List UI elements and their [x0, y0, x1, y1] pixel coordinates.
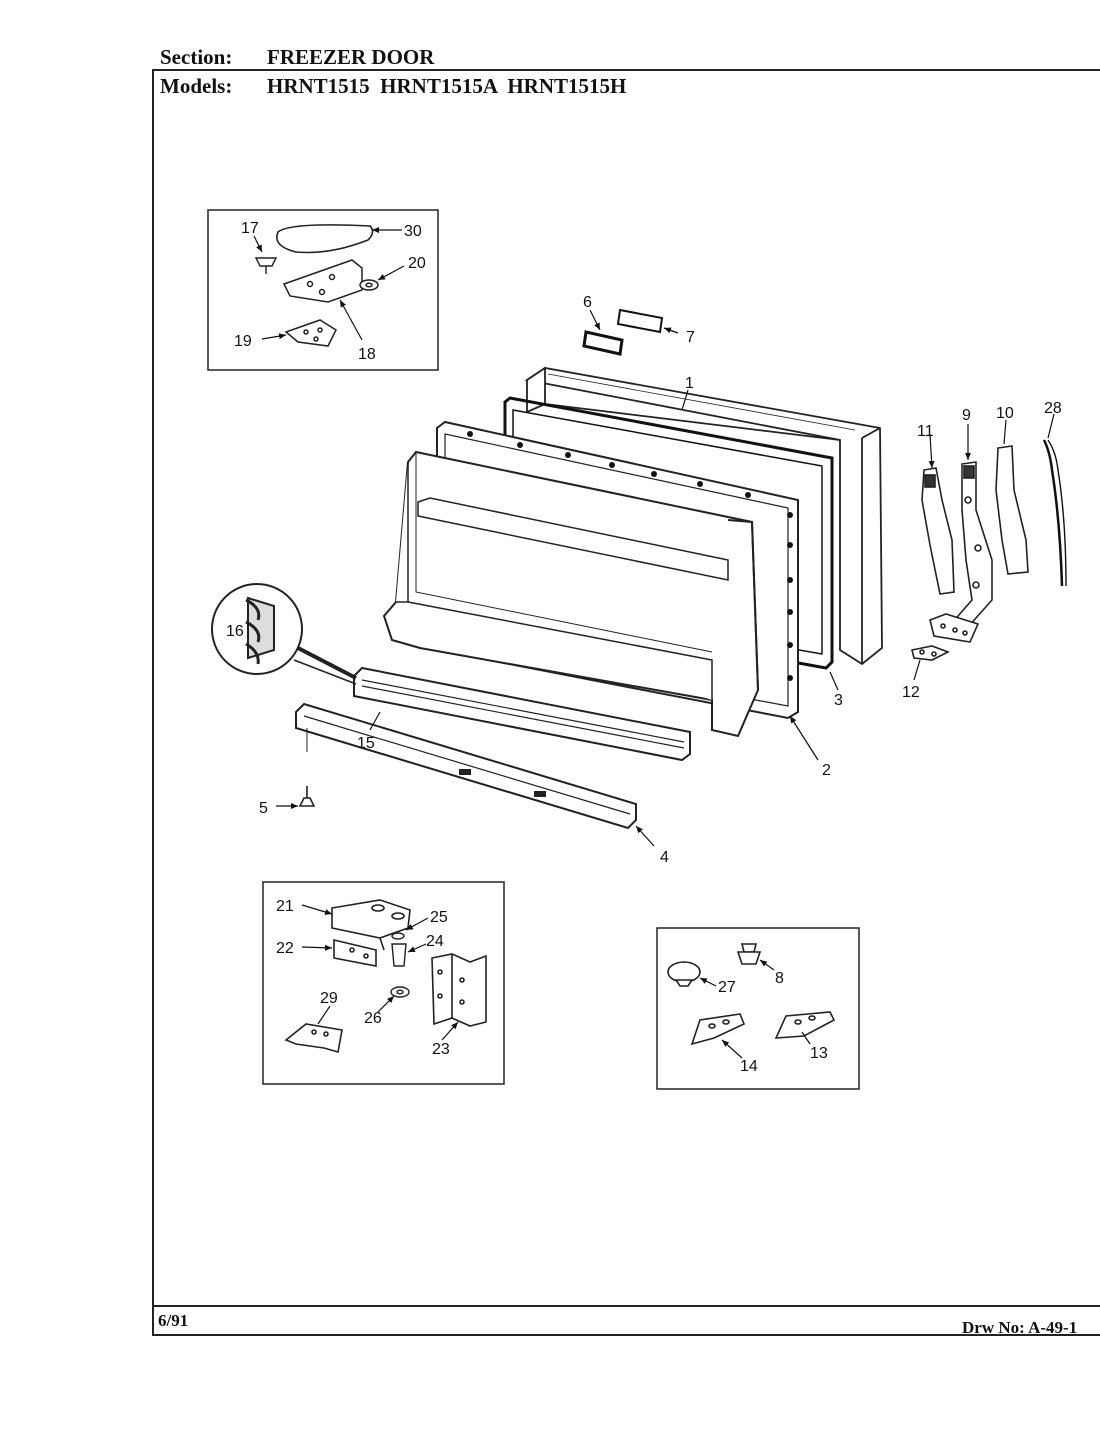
callout-29: 29 [320, 990, 338, 1007]
callout-6: 6 [583, 294, 592, 311]
washer-20 [359, 279, 379, 291]
callout-22: 22 [276, 940, 294, 957]
liner-screw-dots [467, 431, 793, 681]
models-label: Models: [160, 74, 233, 98]
bushing-25 [391, 932, 405, 940]
hinge-cover-30 [276, 224, 374, 254]
callout-11: 11 [917, 423, 934, 440]
inset-hinge-cap-box [207, 209, 439, 371]
callout-3: 3 [834, 692, 843, 709]
hinge-arm-28 [1042, 439, 1067, 587]
clip-14 [690, 1013, 746, 1046]
callout-18: 18 [358, 346, 376, 363]
door-shelf-bin [382, 450, 760, 738]
callout-12: 12 [902, 684, 920, 701]
callout-23: 23 [432, 1041, 450, 1058]
hinge-arm-11 [921, 467, 955, 595]
drawing-number: Drw No: A-49-1 [962, 1318, 1078, 1337]
inset-hinge-box [262, 881, 505, 1085]
section-title: FREEZER DOOR [267, 45, 435, 69]
hinge-plate-18 [282, 259, 363, 303]
models-list: HRNT1515 HRNT1515A HRNT1515H [267, 74, 627, 98]
callout-9: 9 [962, 407, 971, 424]
drawing-date: 6/91 [158, 1311, 189, 1330]
leader-lines-hinge [301, 904, 459, 1041]
callout-30: 30 [404, 223, 422, 240]
hinge-arm-10 [995, 445, 1029, 575]
washer-26 [390, 986, 410, 998]
bottom-trim-rail-4 [295, 702, 637, 830]
frame-top-rule [152, 69, 1100, 71]
callout-15: 15 [357, 735, 375, 752]
plug-8 [736, 943, 762, 965]
outer-door-panel-1 [524, 366, 883, 666]
pin-24 [391, 943, 407, 967]
callout-2: 2 [822, 762, 831, 779]
frame-bottom-rule [152, 1305, 1100, 1307]
leader-lines-clips [699, 959, 811, 1059]
callout-21: 21 [276, 898, 294, 915]
magnifier-detail-16 [211, 583, 357, 685]
shim-12 [911, 645, 950, 661]
callout-13: 13 [810, 1045, 828, 1062]
bracket-29 [284, 1023, 343, 1054]
callout-1: 1 [685, 375, 694, 392]
callout-16: 16 [226, 623, 244, 640]
clip-13 [774, 1011, 836, 1039]
callout-27: 27 [718, 979, 736, 996]
shim-19 [284, 319, 337, 347]
callout-8: 8 [775, 970, 784, 987]
callout-19: 19 [234, 333, 252, 350]
shim-22 [333, 938, 377, 967]
section-label: Section: [160, 45, 233, 69]
callout-5: 5 [259, 800, 268, 817]
hinge-21 [331, 899, 411, 951]
callout-10: 10 [996, 405, 1014, 422]
screw-17 [254, 257, 278, 274]
models-row: Models: HRNT1515 HRNT1515A HRNT1515H [160, 74, 626, 98]
section-row: Section: FREEZER DOOR [160, 45, 434, 69]
callout-25: 25 [430, 909, 448, 926]
callout-28: 28 [1044, 400, 1062, 417]
label-gasket-6 [582, 330, 624, 356]
callout-14: 14 [740, 1058, 758, 1075]
frame-left-rule [152, 69, 154, 1336]
callout-7: 7 [686, 329, 695, 346]
callout-24: 24 [426, 933, 444, 950]
hinge-bracket-9 [929, 613, 980, 643]
callout-26: 26 [364, 1010, 382, 1027]
callout-20: 20 [408, 255, 426, 272]
callout-4: 4 [660, 849, 669, 866]
frame-bottom-rule-2 [152, 1334, 1100, 1336]
plug-27 [667, 961, 701, 987]
leader-lines-main [276, 309, 1055, 847]
callout-17: 17 [241, 220, 259, 237]
bin-trim-strip-15 [353, 666, 691, 762]
hinge-plate-23 [431, 953, 487, 1027]
screw-5 [298, 728, 316, 807]
label-gasket-7 [616, 308, 664, 334]
inset-clips-box [656, 927, 860, 1090]
callout-labels: 1 2 3 4 5 6 7 8 9 10 11 12 13 14 15 16 1… [226, 220, 1062, 1075]
